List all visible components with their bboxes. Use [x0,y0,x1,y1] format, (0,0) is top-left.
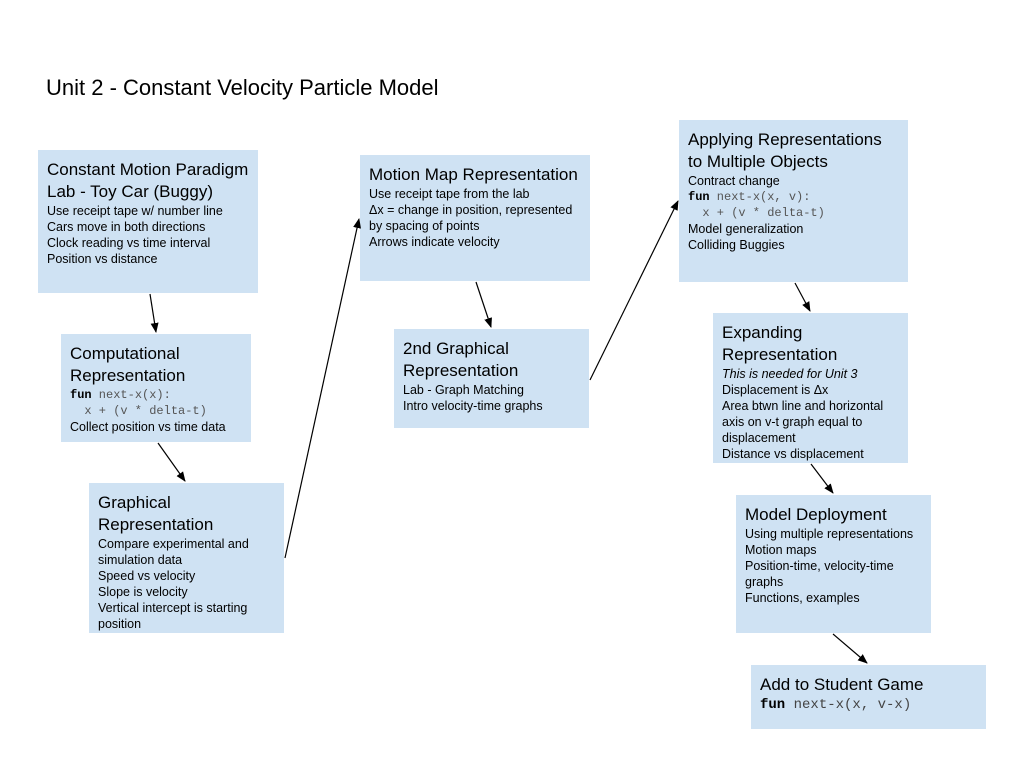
node-line: Position-time, velocity-time graphs [745,559,894,589]
code-body: x + (v * delta-t) [70,404,207,418]
arrow-deployment-to-student-game [832,633,868,664]
node-line: Area btwn line and horizontal axis on v-… [722,399,884,445]
node-line: Functions, examples [745,591,860,605]
node-constant-motion-lab: Constant Motion Paradigm Lab - Toy Car (… [38,150,258,293]
node-title: Computational Representation [70,344,186,385]
node-line: Distance vs displacement [722,447,864,461]
arrow-graphical-to-motion-map [284,218,361,559]
node-line: Model generalization [688,222,804,236]
arrow-applying-to-expanding [794,282,811,312]
node-line: Colliding Buggies [688,238,785,252]
node-computational-representation: Computational Representation fun next-x(… [61,334,251,442]
node-line: Motion maps [745,543,817,557]
node-line: Lab - Graph Matching [403,383,524,397]
arrow-motion-map-to-second-graphical [475,281,492,328]
node-line: Compare experimental and simulation data [98,537,249,567]
node-title: Expanding Representation [722,323,838,364]
node-line: Slope is velocity [98,585,188,599]
node-line: Collect position vs time data [70,420,226,434]
node-line: Vertical intercept is starting position [98,601,248,631]
page-title: Unit 2 - Constant Velocity Particle Mode… [46,75,439,100]
node-line: Use receipt tape w/ number line [47,204,223,218]
node-line: Using multiple representations [745,527,914,541]
code-keyword: fun [70,388,92,402]
code-keyword: fun [760,697,786,713]
node-line: Δx = change in position, represented by … [369,203,573,233]
code-body: x + (v * delta-t) [688,206,825,220]
node-italic-note: This is needed for Unit 3 [722,367,858,381]
arrow-expanding-to-deployment [810,463,834,494]
node-line: Position vs distance [47,252,158,266]
node-model-deployment: Model Deployment Using multiple represen… [736,495,931,633]
arrow-lab-to-computational [149,293,159,333]
arrow-second-graphical-to-applying [589,200,679,381]
node-line: Cars move in both directions [47,220,206,234]
node-add-to-student-game: Add to Student Game fun next-x(x, v-x) [751,665,986,729]
node-title: Constant Motion Paradigm Lab - Toy Car (… [47,160,249,201]
node-line: Intro velocity-time graphs [403,399,543,413]
code-sig: next-x(x): [91,388,171,402]
node-second-graphical-representation: 2nd Graphical Representation Lab - Graph… [394,329,589,428]
code-sig: next-x(x, v): [709,190,811,204]
node-title: 2nd Graphical Representation [403,339,519,380]
node-applying-representations: Applying Representations to Multiple Obj… [679,120,908,282]
code-signature: fun next-x(x, v-x) [760,696,977,715]
code-sig: next-x(x, v-x) [785,697,912,713]
node-line: Speed vs velocity [98,569,196,583]
arrow-computational-to-graphical [157,442,186,482]
node-line: Displacement is Δx [722,383,829,397]
node-line: Use receipt tape from the lab [369,187,530,201]
node-title: Applying Representations to Multiple Obj… [688,130,882,171]
node-title: Graphical Representation [98,493,214,534]
node-graphical-representation: Graphical Representation Compare experim… [89,483,284,633]
code-signature: fun next-x(x): [70,387,242,403]
code-keyword: fun [688,190,710,204]
node-line: Arrows indicate velocity [369,235,500,249]
code-signature: fun next-x(x, v): [688,189,899,205]
node-line: Clock reading vs time interval [47,236,211,250]
node-title: Model Deployment [745,505,887,524]
node-title: Add to Student Game [760,675,924,694]
node-motion-map-representation: Motion Map Representation Use receipt ta… [360,155,590,281]
node-title: Motion Map Representation [369,165,578,184]
node-expanding-representation: Expanding Representation This is needed … [713,313,908,463]
node-line: Contract change [688,174,780,188]
